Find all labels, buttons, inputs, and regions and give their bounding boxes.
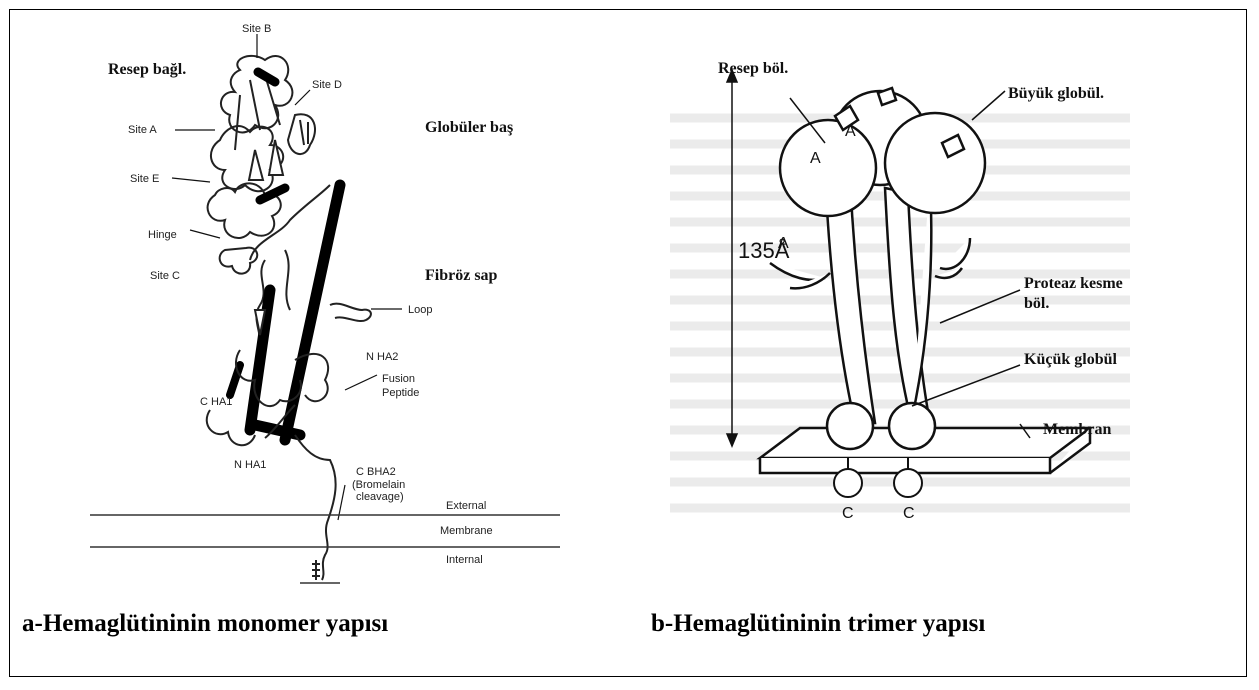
label-loop: Loop bbox=[408, 304, 432, 316]
monomer-labels: Resep bağl. Site B Site D Site A Site E … bbox=[108, 23, 513, 566]
label-proteaz-1: Proteaz kesme bbox=[1024, 275, 1123, 292]
dimension-arrow bbox=[727, 70, 737, 446]
label-c-2: C bbox=[903, 505, 915, 522]
label-globuler-bas: Globüler baş bbox=[425, 119, 513, 136]
trimer-svg: Resep böl. Büyük globül. 135Å Proteaz ke… bbox=[650, 28, 1230, 548]
label-membrane: Membrane bbox=[440, 525, 493, 537]
helix-rods bbox=[230, 72, 340, 440]
label-site-c: Site C bbox=[150, 270, 180, 282]
label-fusion: Fusion bbox=[382, 373, 415, 385]
label-site-a: Site A bbox=[128, 124, 157, 136]
trimer-diagram: Resep böl. Büyük globül. 135Å Proteaz ke… bbox=[650, 28, 1230, 548]
label-site-b: Site B bbox=[242, 23, 271, 35]
label-resep-bagl: Resep bağl. bbox=[108, 61, 186, 78]
caption-trimer: b-Hemaglütininin trimer yapısı bbox=[651, 610, 985, 638]
label-n-ha2: N HA2 bbox=[366, 351, 398, 363]
label-n-ha1: N HA1 bbox=[234, 459, 266, 471]
label-proteaz-2: böl. bbox=[1024, 295, 1049, 312]
label-c-bha2: C BHA2 bbox=[356, 466, 396, 478]
label-site-e: Site E bbox=[130, 173, 159, 185]
monomer-diagram: Resep bağl. Site B Site D Site A Site E … bbox=[90, 20, 560, 590]
label-a-1: A bbox=[845, 123, 856, 140]
caption-monomer: a-Hemaglütininin monomer yapısı bbox=[22, 610, 388, 638]
label-site-d: Site D bbox=[312, 79, 342, 91]
label-resep-bol: Resep böl. bbox=[718, 60, 788, 77]
label-buyuk-globul: Büyük globül. bbox=[1008, 85, 1104, 102]
label-bromelain: (Bromelain bbox=[352, 479, 405, 491]
label-kucuk-globul: Küçük globül bbox=[1024, 351, 1117, 368]
monomer-svg: Resep bağl. Site B Site D Site A Site E … bbox=[90, 20, 560, 590]
label-cleavage: cleavage) bbox=[356, 491, 404, 503]
label-peptide: Peptide bbox=[382, 387, 419, 399]
label-c-1: C bbox=[842, 505, 854, 522]
label-hinge: Hinge bbox=[148, 229, 177, 241]
label-a-2: A bbox=[810, 150, 821, 167]
label-membran: Membran bbox=[1043, 421, 1112, 438]
label-fibroz-sap: Fibröz sap bbox=[425, 267, 498, 284]
label-external: External bbox=[446, 500, 486, 512]
label-internal: Internal bbox=[446, 554, 483, 566]
label-a-3: A bbox=[778, 235, 789, 252]
label-c-ha1: C HA1 bbox=[200, 396, 232, 408]
